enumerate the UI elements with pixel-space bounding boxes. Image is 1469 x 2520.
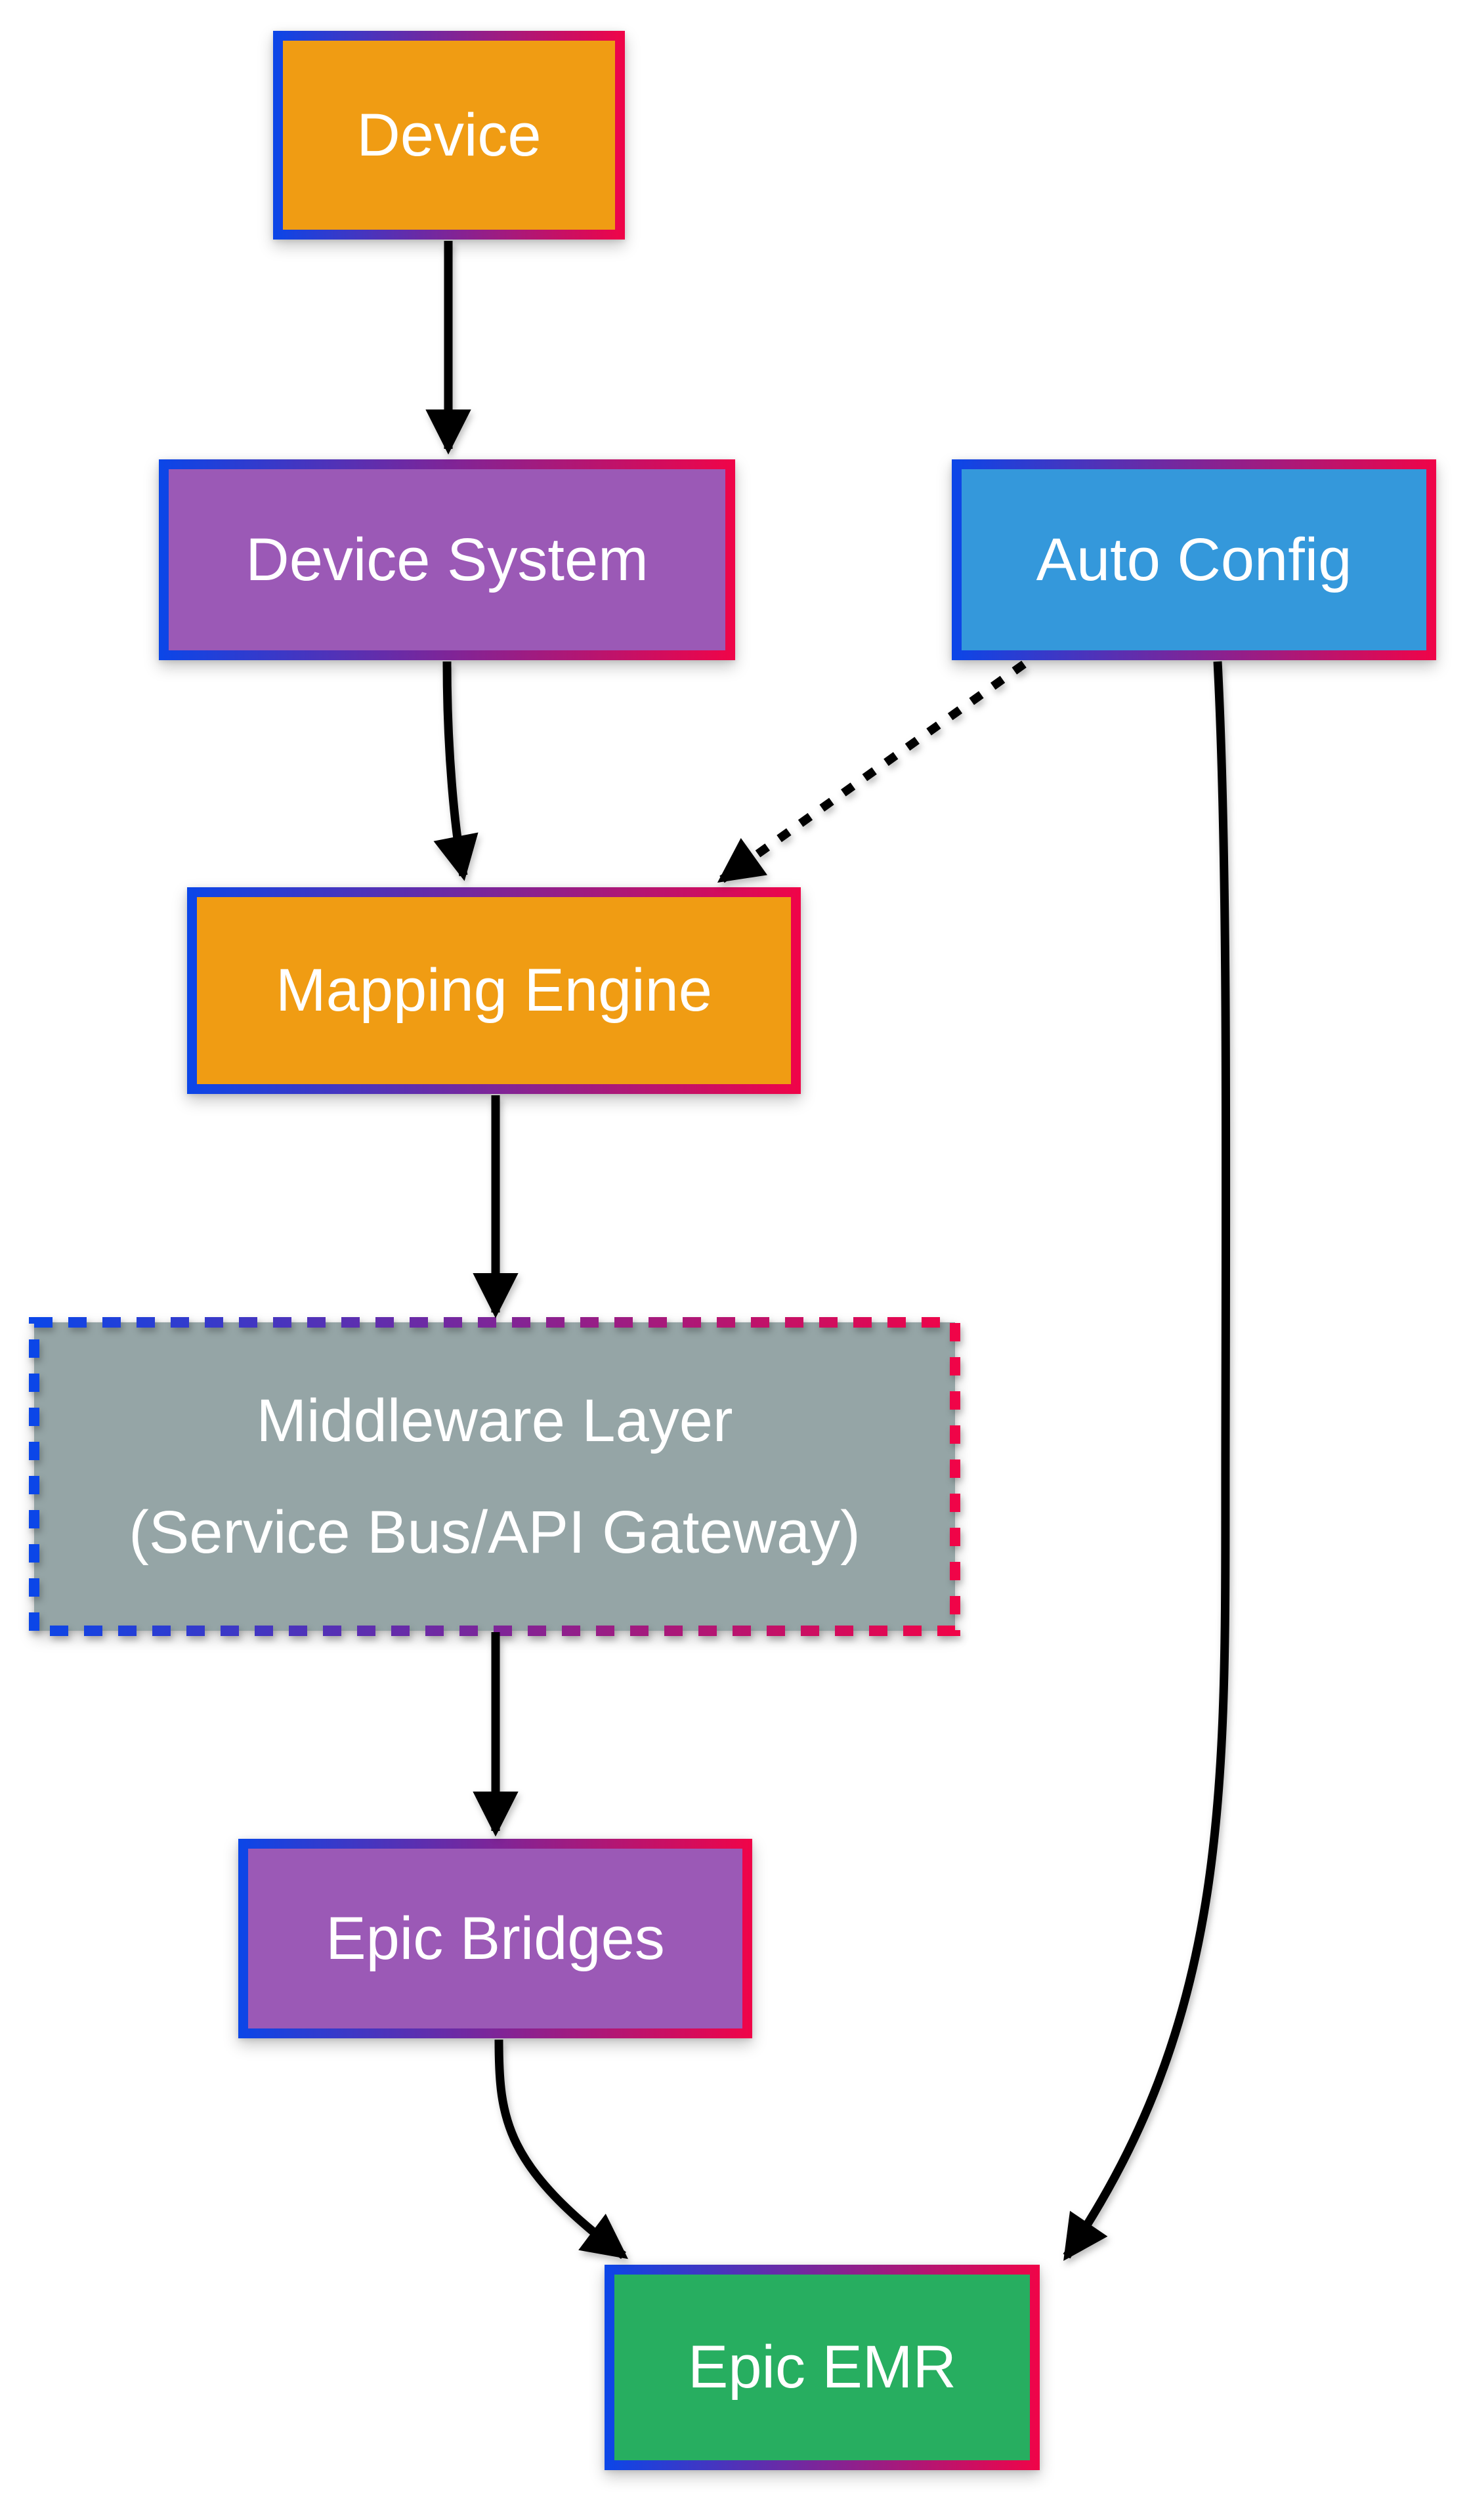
node-mapping-engine-body: Mapping Engine xyxy=(197,897,791,1084)
node-device-label: Device xyxy=(356,101,542,169)
node-mapping-engine-label: Mapping Engine xyxy=(276,957,712,1024)
node-device-system-body: Device System xyxy=(169,469,725,650)
edge-epic-bridges-to-epic-emr xyxy=(494,2039,628,2259)
node-epic-emr-label: Epic EMR xyxy=(688,2334,956,2401)
edge-device-system-to-mapping-engine xyxy=(433,661,479,881)
node-device-body: Device xyxy=(283,41,615,230)
node-auto-config-body: Auto Config xyxy=(962,469,1426,650)
node-device: Device xyxy=(273,31,625,240)
edge-auto-config-to-mapping-engine xyxy=(717,660,1027,883)
node-device-system: Device System xyxy=(159,459,735,660)
node-auto-config-label: Auto Config xyxy=(1036,526,1352,593)
node-epic-emr: Epic EMR xyxy=(605,2265,1040,2470)
node-auto-config: Auto Config xyxy=(952,459,1436,660)
node-epic-bridges-label: Epic Bridges xyxy=(326,1904,665,1972)
node-epic-bridges-body: Epic Bridges xyxy=(248,1849,742,2028)
node-epic-emr-body: Epic EMR xyxy=(614,2275,1030,2460)
node-middleware-layer: Middleware Layer (Service Bus/API Gatewa… xyxy=(34,1322,955,1631)
node-mapping-engine: Mapping Engine xyxy=(187,887,801,1094)
node-epic-bridges: Epic Bridges xyxy=(238,1839,752,2038)
node-middleware-layer-label-line1: Middleware Layer xyxy=(256,1387,733,1454)
node-middleware-layer-body: Middleware Layer (Service Bus/API Gatewa… xyxy=(34,1322,955,1631)
edge-auto-config-to-epic-emr xyxy=(1063,661,1231,2261)
node-device-system-label: Device System xyxy=(245,526,649,593)
node-middleware-layer-label-line2: (Service Bus/API Gateway) xyxy=(129,1499,861,1566)
